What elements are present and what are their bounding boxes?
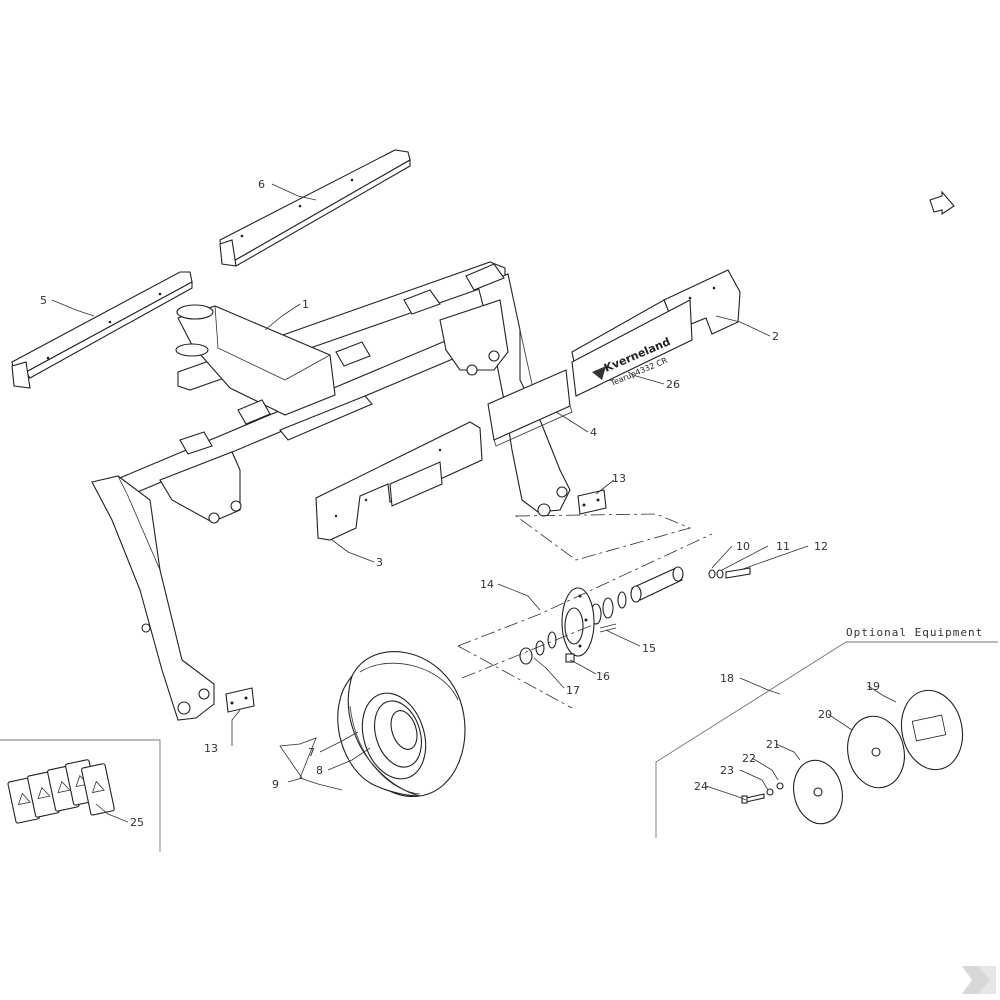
callout-25: 25 bbox=[130, 816, 144, 829]
hub-assembly bbox=[519, 566, 751, 665]
part-21-disc bbox=[793, 759, 843, 825]
callout-10: 10 bbox=[736, 540, 750, 553]
arrow-icon bbox=[929, 190, 955, 216]
part-20-disc bbox=[847, 715, 905, 789]
callout-13-right: 13 bbox=[612, 472, 626, 485]
part-5-left-cover bbox=[11, 271, 193, 389]
callout-24: 24 bbox=[694, 780, 708, 793]
callout-9: 9 bbox=[272, 778, 279, 791]
callout-6: 6 bbox=[258, 178, 265, 191]
part-13-plate-left bbox=[225, 687, 255, 713]
part-3-left-shield bbox=[315, 421, 483, 541]
leader-lines bbox=[51, 183, 897, 823]
callout-3: 3 bbox=[376, 556, 383, 569]
part-4-plate bbox=[487, 369, 573, 447]
callout-18: 18 bbox=[720, 672, 734, 685]
callout-22: 22 bbox=[742, 752, 756, 765]
callout-2: 2 bbox=[772, 330, 779, 343]
part-25-decal-set bbox=[7, 759, 115, 824]
callout-17: 17 bbox=[566, 684, 580, 697]
callout-20: 20 bbox=[818, 708, 832, 721]
callout-15: 15 bbox=[642, 642, 656, 655]
callout-8: 8 bbox=[316, 764, 323, 777]
callout-1: 1 bbox=[302, 298, 309, 311]
callout-13-left: 13 bbox=[204, 742, 218, 755]
part-22-24-fasteners bbox=[741, 782, 784, 804]
decal-frame bbox=[0, 739, 161, 852]
hub-assembly-outline bbox=[457, 533, 713, 709]
callout-7: 7 bbox=[308, 746, 315, 759]
callout-21: 21 bbox=[766, 738, 780, 751]
optional-equipment-label: Optional Equipment bbox=[846, 626, 983, 639]
part-13-plate-right bbox=[577, 489, 607, 515]
callout-16: 16 bbox=[596, 670, 610, 683]
axle-assembly-outline bbox=[514, 513, 692, 561]
callout-19: 19 bbox=[866, 680, 880, 693]
k-logo-icon bbox=[962, 966, 996, 994]
callout-4: 4 bbox=[590, 426, 597, 439]
callout-5: 5 bbox=[40, 294, 47, 307]
callout-26: 26 bbox=[666, 378, 680, 391]
callout-12: 12 bbox=[814, 540, 828, 553]
callout-11: 11 bbox=[776, 540, 790, 553]
part-1-main-frame bbox=[91, 261, 571, 721]
optional-equipment-frame bbox=[655, 641, 998, 838]
callout-labels: 6 5 1 2 26 4 3 13 13 10 11 12 14 15 16 1… bbox=[40, 178, 880, 829]
part-6-top-cover bbox=[219, 149, 411, 267]
callout-23: 23 bbox=[720, 764, 734, 777]
part-19-disc-plate bbox=[900, 689, 964, 771]
part-7-8-wheel bbox=[337, 651, 466, 798]
callout-14: 14 bbox=[480, 578, 494, 591]
